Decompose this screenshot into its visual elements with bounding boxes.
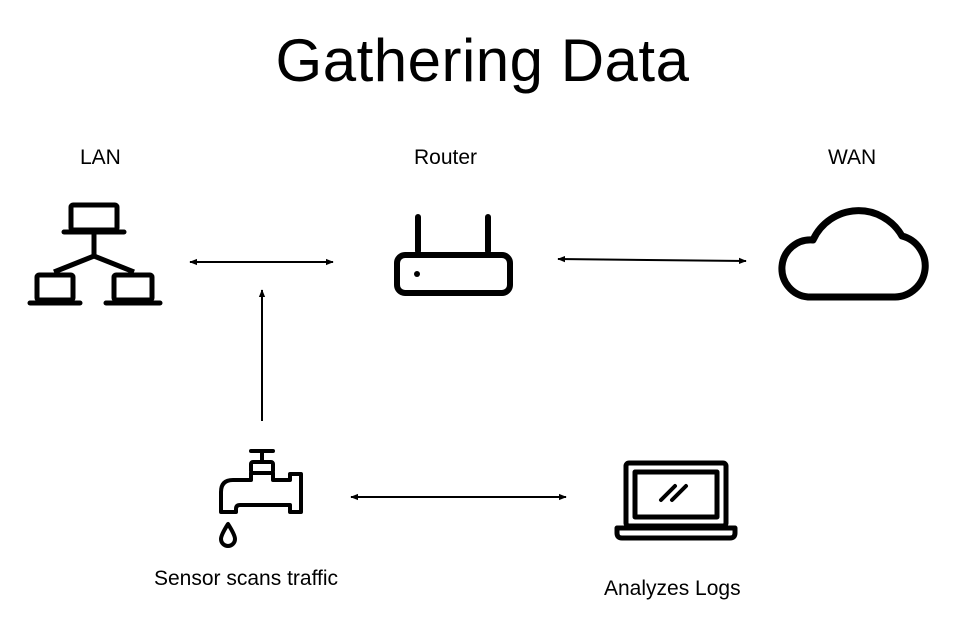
network-topology-icon <box>27 202 163 306</box>
cloud-icon <box>778 207 929 301</box>
router-icon <box>394 214 513 296</box>
wan-label: WAN <box>828 146 877 169</box>
logs-label: Analyzes Logs <box>604 577 741 600</box>
lan-label: LAN <box>80 146 121 169</box>
router-wan-arrow <box>557 255 747 265</box>
sensor-label: Sensor scans traffic <box>154 567 339 590</box>
router-label: Router <box>414 146 478 169</box>
faucet-icon <box>219 449 303 548</box>
laptop-icon <box>614 460 738 541</box>
diagram-title: Gathering Data <box>275 27 690 94</box>
